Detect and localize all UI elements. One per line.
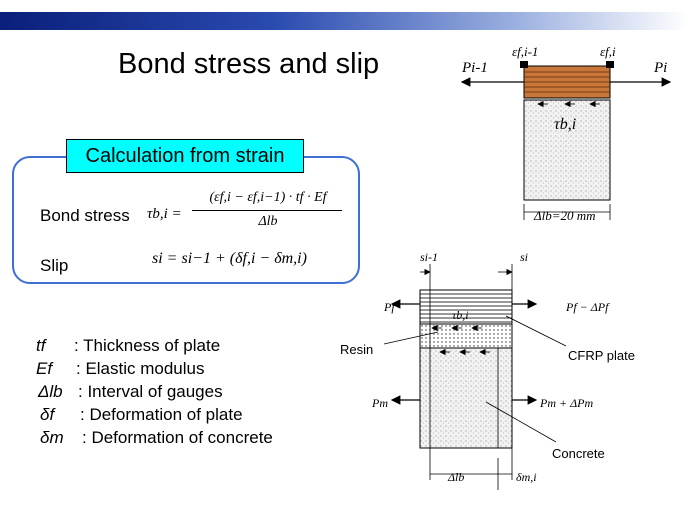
top-tau: τb,i <box>554 116 577 133</box>
gauge-right <box>606 61 614 68</box>
legend-symbol-tf: tf <box>36 336 46 355</box>
concrete-leader <box>485 401 557 443</box>
bond-stress-denominator: Δlb <box>258 214 278 229</box>
bottom-tau: τb,i <box>452 308 469 322</box>
top-p-left: Pi-1 <box>462 60 488 76</box>
bottom-pm-left: Pm <box>372 396 388 410</box>
bottom-cfrp-plate <box>419 289 513 325</box>
legend-symbol-dm: δm <box>40 428 64 447</box>
bottom-pm-right: Pm + ΔPm <box>540 396 594 410</box>
legend-symbol-ef: Ef <box>36 359 53 378</box>
legend-text-dm: : Deformation of concrete <box>82 428 273 447</box>
legend-text-dlb: : Interval of gauges <box>78 382 223 401</box>
top-p-right: Pi <box>654 60 668 76</box>
bottom-s-left: si-1 <box>420 250 438 264</box>
legend-symbol-dlb: Δlb <box>38 382 63 401</box>
resin-label: Resin <box>340 342 374 357</box>
resin-leader <box>383 331 439 345</box>
cfrp-leader <box>505 315 567 347</box>
bottom-pf-right: Pf − ΔPf <box>566 300 609 314</box>
top-element-diagram <box>460 61 672 220</box>
bottom-s-right: si <box>520 250 529 264</box>
top-strain-right: εf,i <box>600 44 616 59</box>
title-bar-gradient <box>0 12 688 30</box>
bottom-dlb: Δlb <box>448 470 465 484</box>
gauge-left <box>520 61 528 68</box>
page-title: Bond stress and slip <box>118 48 380 80</box>
calculation-label: Calculation from strain <box>66 139 304 173</box>
fraction-bar <box>192 210 342 211</box>
bond-stress-label: Bond stress <box>40 206 130 225</box>
bottom-element-diagram <box>383 264 567 490</box>
top-interval: Δlb=20 mm <box>534 208 596 223</box>
concrete-label: Concrete <box>552 446 605 461</box>
slip-label: Slip <box>40 256 69 275</box>
bottom-dm: δm,i <box>516 470 537 484</box>
legend-symbol-df: δf <box>40 405 55 424</box>
bottom-pf-left: Pf <box>384 300 395 314</box>
cfrp-label: CFRP plate <box>568 348 635 363</box>
legend-text-ef: : Elastic modulus <box>76 359 205 378</box>
legend-text-tf: : Thickness of plate <box>74 336 221 355</box>
top-strain-left: εf,i-1 <box>512 44 539 59</box>
bond-stress-lhs: τb,i = <box>147 206 182 222</box>
slip-equation: si = si−1 + (δf,i − δm,i) <box>152 250 307 267</box>
bond-stress-numerator: (εf,i − εf,i−1) · tf · Ef <box>209 190 327 205</box>
legend-text-df: : Deformation of plate <box>80 405 243 424</box>
bottom-concrete-block <box>419 347 513 449</box>
top-concrete-block <box>523 99 611 201</box>
